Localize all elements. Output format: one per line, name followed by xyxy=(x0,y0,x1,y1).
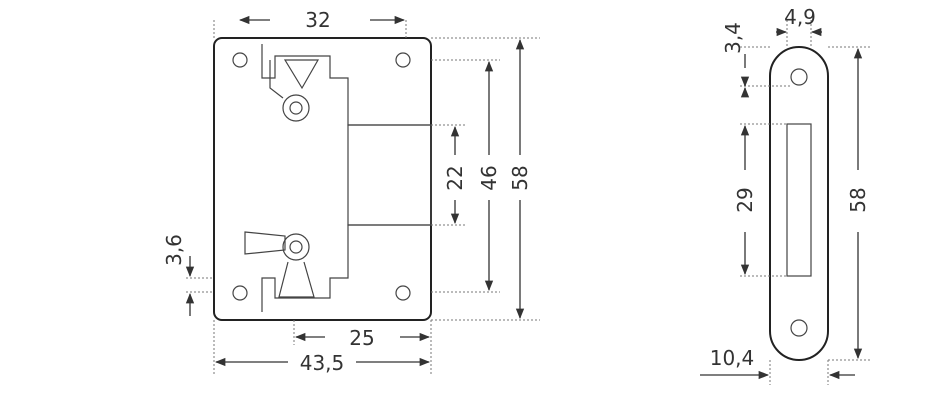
lock-body xyxy=(213,37,432,321)
dim-overall-width: 43,5 xyxy=(300,351,345,375)
dim-bolt-width: 25 xyxy=(349,326,374,350)
keyhole-top xyxy=(269,59,320,122)
dim-plate-width: 4,9 xyxy=(784,5,816,29)
strike-plate xyxy=(769,46,829,361)
dim-inner-height: 46 xyxy=(477,165,501,190)
mount-hole-bottom-right xyxy=(395,285,411,301)
strike-hole-top xyxy=(790,68,808,86)
lock-bolt xyxy=(347,124,432,226)
mount-hole-top-left xyxy=(232,52,248,68)
dim-strike-width: 10,4 xyxy=(710,346,755,370)
dim-overall-height: 58 xyxy=(508,165,532,190)
keyhole-bottom xyxy=(244,231,315,298)
lock-front-view: 32 22 46 58 3,6 25 43,5 xyxy=(162,8,540,375)
mount-hole-top-right xyxy=(395,52,411,68)
dim-slot-height: 29 xyxy=(733,187,757,212)
dim-edge-offset: 3,6 xyxy=(162,234,186,266)
dim-top-offset: 3,4 xyxy=(721,22,745,54)
strike-hole-bottom xyxy=(790,319,808,337)
dim-top-width: 32 xyxy=(305,8,330,32)
strike-slot xyxy=(786,123,812,277)
strike-plate-view: 4,9 3,4 29 58 10,4 xyxy=(700,5,870,385)
dim-bolt-height: 22 xyxy=(443,165,467,190)
dim-strike-height: 58 xyxy=(846,187,870,212)
mount-hole-bottom-left xyxy=(232,285,248,301)
